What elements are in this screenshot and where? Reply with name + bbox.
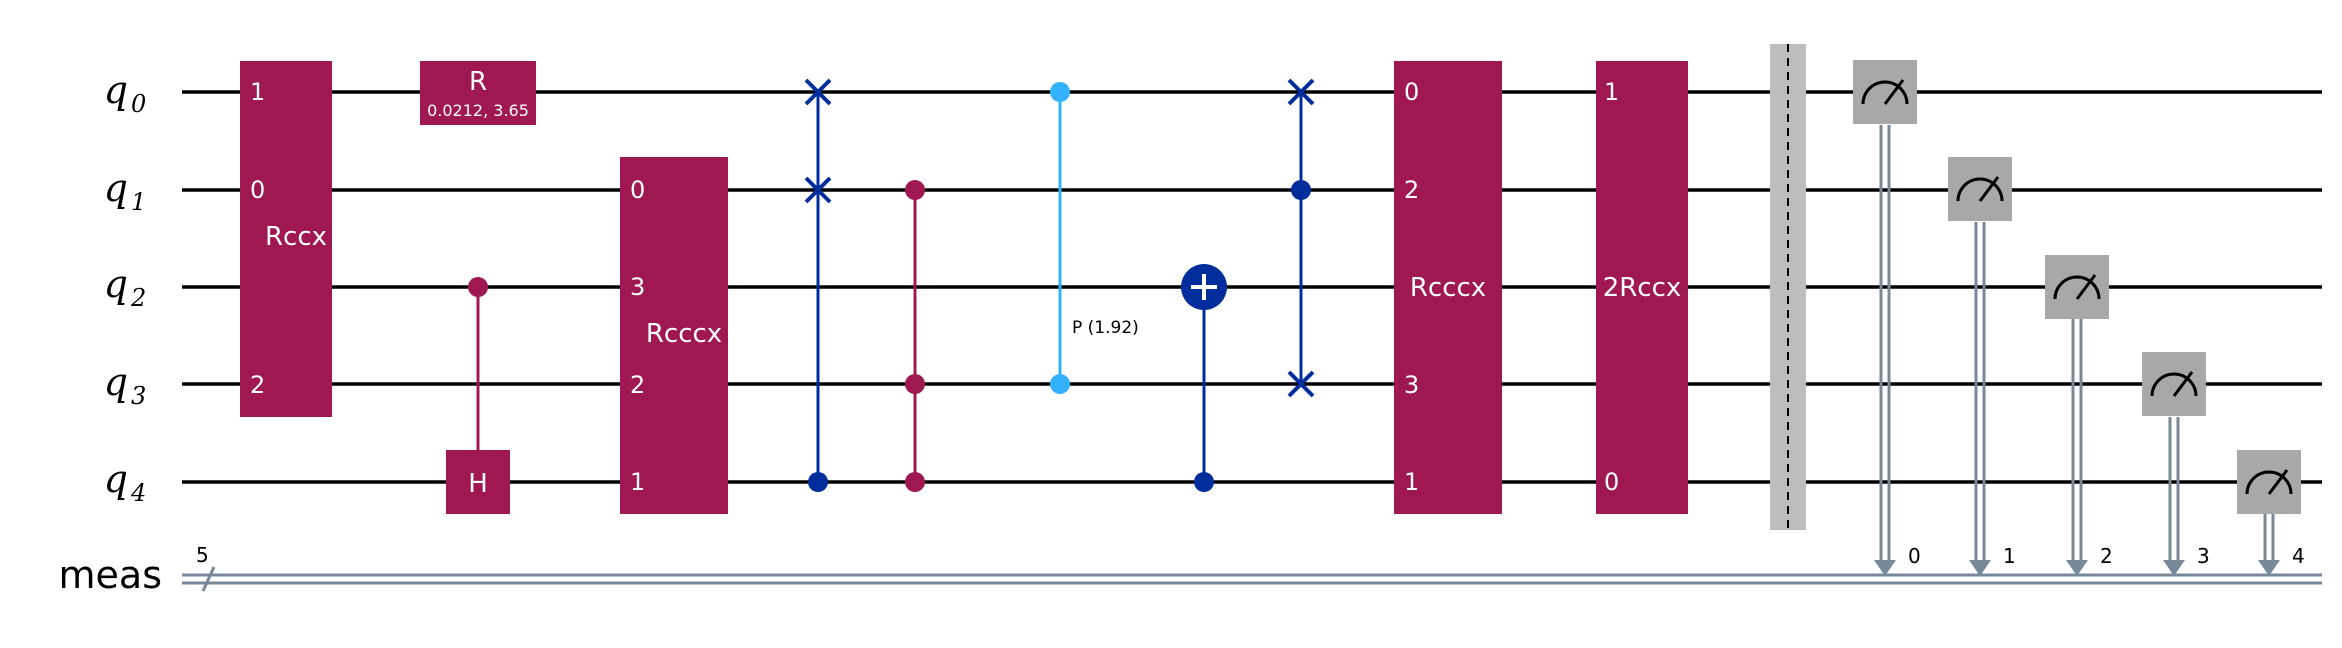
svg-text:3: 3 [1404,371,1419,399]
svg-text:2Rccx: 2Rccx [1603,273,1682,303]
controlled-h-gate: H [446,277,510,514]
svg-text:0: 0 [1908,544,1921,568]
rccx-gate-2: 1 0 2Rccx [1596,61,1688,514]
controlled-phase-gate: P (1.92) [1050,82,1139,394]
swap-x-icon [804,78,832,106]
controlled-swap-gate-1 [804,78,832,492]
svg-text:Rcccx: Rcccx [1410,273,1486,303]
barrier [1770,44,1806,530]
svg-text:H: H [468,469,488,499]
control-dot-icon [1291,180,1311,200]
svg-text:0: 0 [1404,78,1419,106]
svg-text:q: q [104,166,128,210]
svg-text:q: q [104,360,128,404]
swap-x-icon [804,176,832,204]
rccx-gate-1: 1 0 2 Rccx [240,61,332,417]
meter-icon [2150,371,2198,397]
svg-text:Rcccx: Rcccx [646,319,722,349]
cnot-target-icon [1181,264,1227,310]
bus-slash [201,566,216,592]
r-gate: R 0.0212, 3.65 [420,61,536,125]
meter-icon [1956,176,2004,202]
qubit-label-q4: q 4 [104,457,147,507]
classical-bus: 5 [182,543,2322,592]
svg-text:1: 1 [1404,468,1419,496]
multi-controlled-z-gate [905,180,925,492]
svg-text:1: 1 [131,188,146,216]
svg-text:1: 1 [1604,78,1619,106]
svg-text:2: 2 [130,284,146,312]
svg-text:4: 4 [130,479,146,507]
control-dot-icon [905,472,925,492]
control-dot-icon [808,472,828,492]
meter-icon [1861,79,1909,105]
svg-text:P (1.92): P (1.92) [1072,318,1139,338]
svg-text:0: 0 [1604,468,1619,496]
svg-text:1: 1 [630,468,645,496]
qubit-label-q2: q 2 [104,262,147,312]
svg-text:1: 1 [250,78,265,106]
svg-text:q: q [104,262,128,306]
meter-icon [2245,469,2293,495]
control-dot-icon [1050,82,1070,102]
svg-text:q: q [104,68,128,112]
cnot-gate [1181,264,1227,492]
control-dot-icon [1050,374,1070,394]
swap-x-icon [1287,78,1315,106]
svg-text:0: 0 [250,176,265,204]
swap-x-icon [1287,370,1315,398]
svg-text:3: 3 [2197,544,2210,568]
svg-text:2: 2 [2100,544,2113,568]
controlled-swap-gate-2 [1287,78,1315,398]
measurement-q1: 1 [1948,157,2016,576]
measurement-q3: 3 [2142,352,2210,576]
svg-text:2: 2 [250,371,265,399]
qubit-label-q1: q 1 [104,166,147,216]
svg-text:1: 1 [2003,544,2016,568]
qubit-label-q0: q 0 [104,68,147,118]
svg-text:3: 3 [131,382,146,410]
svg-text:0: 0 [131,90,146,118]
svg-text:2: 2 [630,371,645,399]
svg-text:0: 0 [630,176,645,204]
control-dot-icon [905,374,925,394]
svg-text:Rccx: Rccx [265,222,327,252]
rcccx-gate-2: 0 2 3 1 Rcccx [1394,61,1502,514]
bus-width-label: 5 [196,543,209,567]
control-dot-icon [468,277,488,297]
rcccx-gate-1: 0 3 2 1 Rcccx [620,157,728,514]
qubit-label-q3: q 3 [104,360,147,410]
classical-register-label: meas [59,553,162,597]
svg-text:3: 3 [630,273,645,301]
meter-icon [2053,274,2101,300]
svg-text:0.0212, 3.65: 0.0212, 3.65 [427,101,529,120]
svg-text:2: 2 [1404,176,1419,204]
measurement-q2: 2 [2045,255,2113,576]
svg-text:q: q [104,457,128,501]
control-dot-icon [1194,472,1214,492]
measurement-q0: 0 [1853,60,1921,576]
svg-text:4: 4 [2292,544,2305,568]
control-dot-icon [905,180,925,200]
measurement-q4: 4 [2237,450,2305,576]
svg-text:R: R [469,67,487,97]
